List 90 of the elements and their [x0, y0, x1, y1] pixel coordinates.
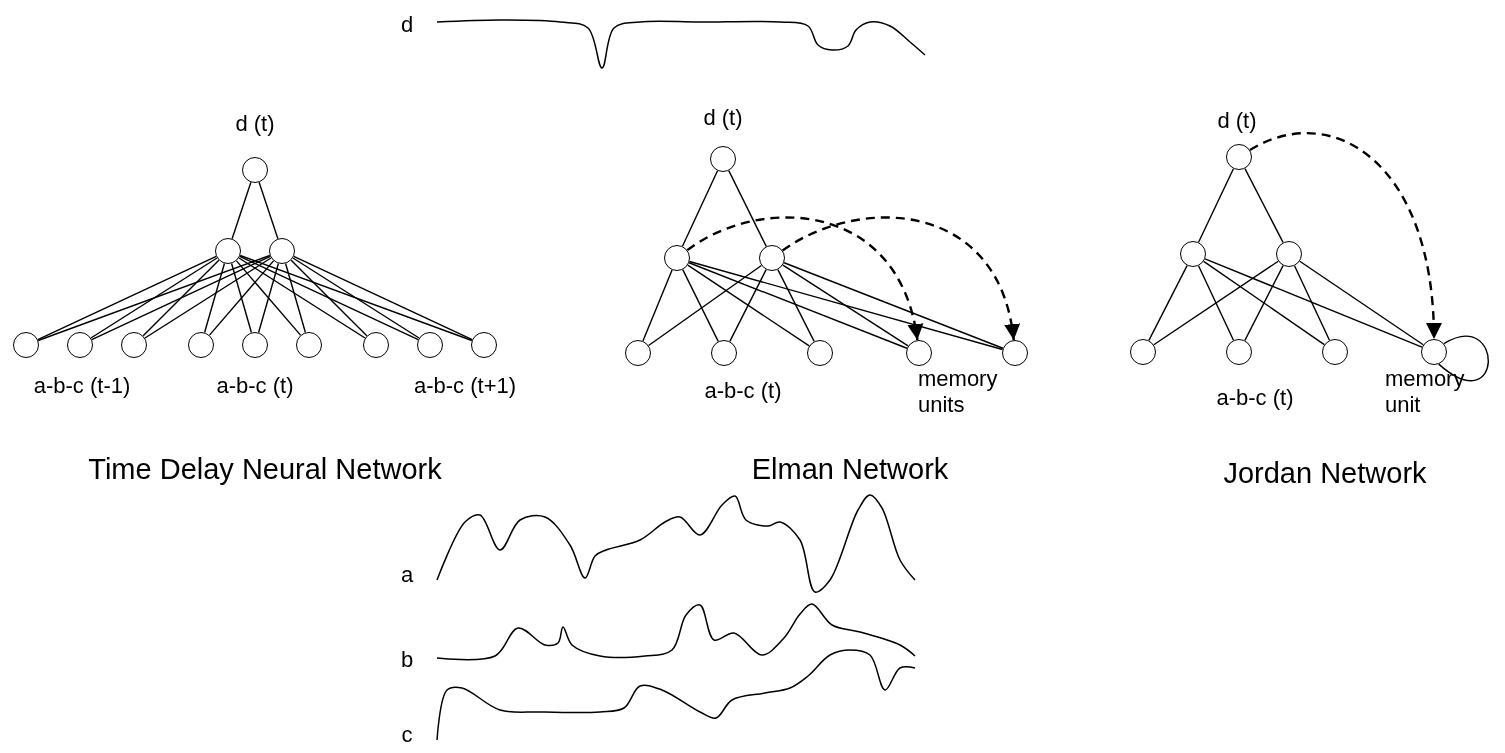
connection-line	[642, 269, 673, 342]
signal-label: c	[401, 722, 413, 748]
connection-line	[239, 255, 419, 341]
connection-line	[203, 262, 226, 334]
neuron-circle	[242, 332, 268, 358]
memory-label: memory units	[918, 366, 999, 418]
neuron-circle	[906, 340, 932, 366]
connection-line	[239, 254, 473, 342]
network-title: Elman Network	[751, 452, 949, 486]
neuron-circle	[625, 340, 651, 366]
neuron-circle	[710, 146, 736, 172]
neuron-circle	[13, 332, 39, 358]
neuron-circle	[188, 332, 214, 358]
neuron-circle	[711, 340, 737, 366]
connection-line	[235, 260, 302, 336]
connection-line	[647, 264, 763, 347]
network-title: Time Delay Neural Network	[88, 452, 442, 486]
neuron-circle	[759, 245, 785, 271]
neuron-circle	[121, 332, 147, 358]
dashed-arrow	[686, 216, 922, 341]
output-label: d (t)	[1217, 108, 1257, 134]
connection-line	[687, 264, 810, 347]
connection-line	[783, 262, 1004, 349]
connection-line	[1293, 265, 1331, 341]
connection-line	[144, 257, 272, 339]
connection-line	[90, 257, 218, 339]
connection-line	[782, 264, 909, 347]
self-loop	[1438, 335, 1490, 381]
neuron-circle	[215, 238, 241, 264]
connection-line	[1197, 168, 1235, 243]
input-label: a-b-c (t-1)	[33, 373, 131, 399]
connection-line	[257, 262, 280, 334]
input-label: a-b-c (t)	[216, 373, 294, 399]
neuron-circle	[269, 238, 295, 264]
neuron-circle	[1322, 339, 1348, 365]
neuron-circle	[1130, 339, 1156, 365]
neuron-circle	[1002, 340, 1028, 366]
neuron-circle	[471, 332, 497, 358]
connection-line	[284, 262, 307, 334]
connection-line	[688, 260, 1004, 351]
output-label: d (t)	[703, 105, 743, 131]
connection-line	[91, 255, 271, 341]
connection-line	[238, 257, 366, 339]
connection-line	[688, 262, 908, 349]
connection-line	[208, 260, 275, 336]
memory-label: memory unit	[1385, 366, 1466, 418]
connection-line	[258, 181, 279, 240]
signal-label: d	[400, 12, 414, 38]
neuron-circle	[807, 340, 833, 366]
connection-line	[37, 254, 271, 342]
connection-line	[1148, 264, 1188, 342]
dashed-arrow	[781, 216, 1019, 341]
neuron-circle	[67, 332, 93, 358]
connection-line	[1299, 260, 1424, 346]
connection-line	[681, 170, 719, 247]
input-label: a-b-c (t+1)	[413, 373, 517, 399]
connection-line	[1197, 265, 1235, 341]
signal-label: b	[400, 647, 414, 673]
input-label: a-b-c (t)	[1216, 385, 1294, 411]
neuron-circle	[1421, 339, 1447, 365]
connection-line	[1153, 260, 1279, 346]
connection-line	[231, 181, 252, 240]
connection-line	[1244, 167, 1284, 244]
neuron-circle	[417, 332, 443, 358]
output-label: d (t)	[235, 111, 275, 137]
neuron-circle	[242, 157, 268, 183]
neuron-circle	[363, 332, 389, 358]
neuron-circle	[1226, 144, 1252, 170]
signal-label: a	[400, 562, 414, 588]
connection-line	[293, 255, 473, 341]
neuron-circle	[296, 332, 322, 358]
connection-line	[728, 169, 767, 248]
dashed-arrow	[1249, 132, 1442, 340]
connection-line	[290, 259, 368, 337]
connection-line	[1204, 258, 1423, 348]
connection-line	[292, 257, 420, 339]
connection-line	[1244, 264, 1284, 342]
neuron-circle	[1226, 339, 1252, 365]
network-title: Jordan Network	[1223, 456, 1427, 490]
neuron-circle	[1180, 241, 1206, 267]
connection-line	[682, 268, 719, 343]
connection-line	[777, 268, 815, 343]
neuron-circle	[1276, 241, 1302, 267]
connection-line	[230, 262, 253, 334]
neuron-circle	[664, 245, 690, 271]
input-label: a-b-c (t)	[704, 378, 782, 404]
connection-line	[142, 259, 220, 337]
connection-line	[37, 255, 217, 341]
connection-line	[729, 268, 767, 343]
connection-line	[1203, 260, 1325, 346]
